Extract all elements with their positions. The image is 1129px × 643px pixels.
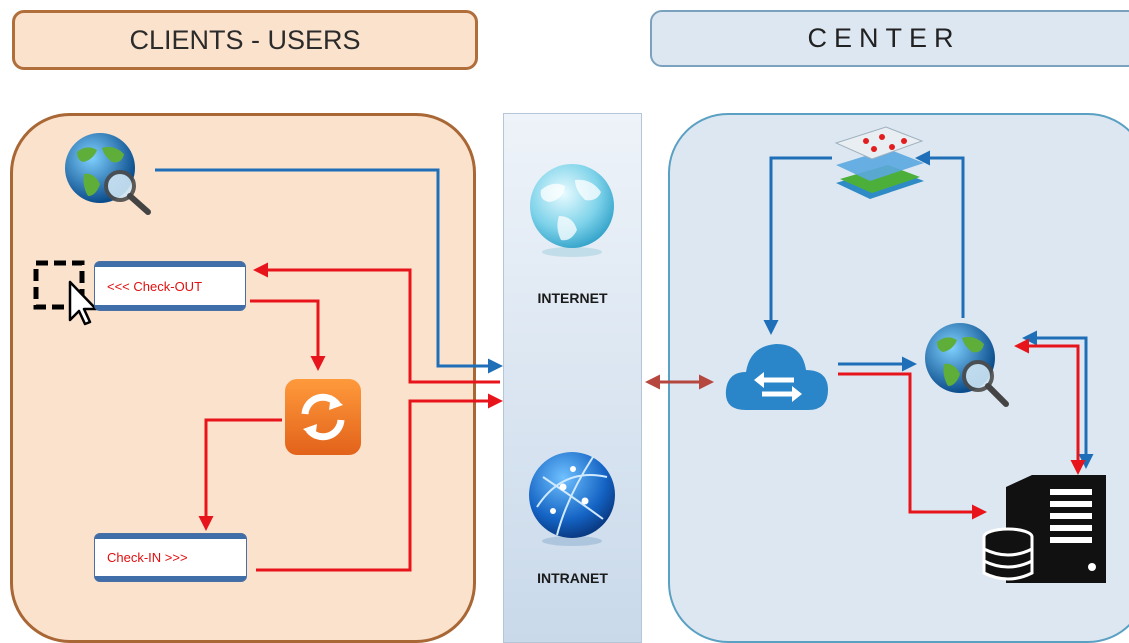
sync-to-checkin-line (198, 418, 282, 531)
cloud-to-server-line (908, 378, 987, 520)
checkout-to-sync-line (250, 299, 326, 371)
checkin-button-label: Check-IN >>> (107, 550, 188, 565)
center-header-label: CENTER (807, 23, 961, 53)
network-to-checkout-line (253, 262, 500, 384)
sync-icon[interactable] (283, 377, 363, 457)
intranet-label: INTRANET (537, 570, 608, 586)
intranet-globe-icon (529, 452, 615, 546)
map-to-cloud-line (763, 156, 832, 335)
center-header: CENTER (650, 10, 1129, 67)
globe-search-icon[interactable] (62, 130, 154, 216)
globe-search-center-icon[interactable] (922, 320, 1014, 408)
checkout-button-label: <<< Check-OUT (107, 278, 203, 294)
selection-cursor-icon (33, 260, 98, 326)
server-database-icon (982, 475, 1106, 583)
checkout-button[interactable]: <<< Check-OUT (94, 261, 246, 311)
map-layers-icon (834, 126, 924, 199)
clients-users-header: CLIENTS - USERS (12, 10, 478, 70)
internet-globe-icon (530, 164, 614, 257)
clients-users-header-label: CLIENTS - USERS (129, 24, 361, 55)
internet-label: INTERNET (537, 290, 608, 306)
cloud-exchange-icon[interactable] (722, 336, 832, 414)
globe-to-internet-line (155, 168, 503, 374)
checkin-to-network-line (256, 393, 503, 572)
globe-server-blue-line (1022, 330, 1094, 469)
globe-to-map-line (915, 150, 965, 318)
checkin-button[interactable]: Check-IN >>> (94, 533, 247, 582)
globe-server-red-line (1014, 338, 1086, 475)
cloud-to-globe-red-line (838, 372, 912, 387)
